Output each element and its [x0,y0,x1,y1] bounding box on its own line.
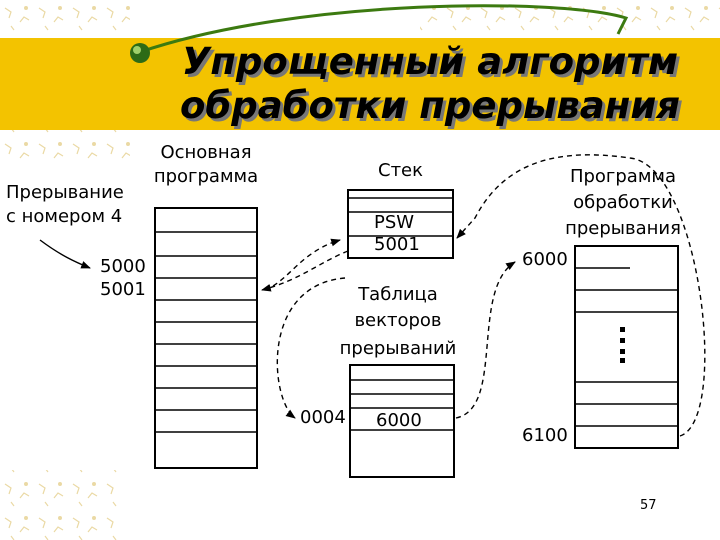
restore-from-stack-arrow [261,250,349,292]
vector-table-outline [349,364,455,478]
ellipsis-dot [620,327,625,332]
flow-arrows [39,154,706,437]
slide-title-line-2: обработки прерывания [179,84,681,127]
stack-psw-value: PSW [374,212,415,233]
main-program-block [154,207,258,469]
vector-index-0004: 0004 [300,407,346,428]
vector-table-block [349,364,455,478]
main-program-label-line-1: Основная [160,142,252,163]
stack-5001-value: 5001 [374,234,420,255]
vector-table-label-line-1: Таблица [358,284,438,305]
stack-title: Стек [378,160,423,181]
save-to-stack-arrow [264,238,341,291]
page-number: 57 [640,498,657,513]
vector-value-6000: 6000 [376,410,422,431]
green-arc-line [139,4,629,54]
main-program-outline [154,207,258,469]
slide-title-line-1: Упрощенный алгоритм [181,40,679,83]
stack-block [347,189,454,259]
handler-label-line-2: обработки [573,192,673,213]
main-program-label-line-2: программа [153,166,259,187]
handler-end-6100: 6100 [522,425,568,446]
to-vector-table-arrow [276,277,346,419]
stack-outline [347,189,454,259]
to-handler-arrow [455,261,516,419]
title-banner [0,38,720,130]
interrupt-label-line-2: с номером 4 [6,206,123,227]
bullet-highlight [133,46,141,54]
interrupt-label-line-1: Прерывание [6,182,124,203]
handler-start-6000: 6000 [522,249,568,270]
vector-table-label-line-3: прерываний [339,338,457,359]
ellipsis-dot [620,338,625,343]
address-5001: 5001 [100,279,146,300]
handler-outline [574,245,679,449]
ellipsis-dot [620,358,625,363]
handler-label-line-1: Программа [569,166,677,187]
handler-program-block [574,245,679,449]
handler-label-line-3: прерывания [565,218,681,239]
sprig-pattern-bottom-left [0,470,120,540]
vector-table-label-line-2: векторов [354,310,442,331]
return-arrow [456,154,706,437]
interrupt-arrow [39,239,91,269]
address-5000: 5000 [100,256,146,277]
ellipsis-dot [620,349,625,354]
